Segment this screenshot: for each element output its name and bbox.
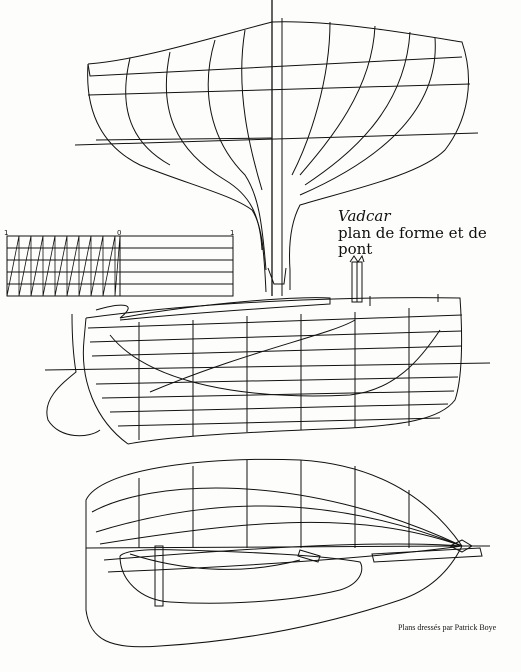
rudder-fitting xyxy=(349,254,439,306)
boat-name: Vadcar xyxy=(338,207,391,225)
scale-label-right: 1 xyxy=(230,229,235,237)
drawing-title-block: Vadcar plan de forme et de pont xyxy=(338,208,521,258)
scale-label-zero: 0 xyxy=(117,229,122,237)
scale-label-left: 1 xyxy=(4,229,9,237)
scale-bar xyxy=(6,235,234,297)
drawing-subtitle: plan de forme et de pont xyxy=(338,223,487,258)
profile-plan xyxy=(44,297,491,445)
author-credit: Plans dressés par Patrick Boye xyxy=(398,623,497,632)
body-plan xyxy=(74,0,479,296)
deck-plan xyxy=(85,458,490,648)
